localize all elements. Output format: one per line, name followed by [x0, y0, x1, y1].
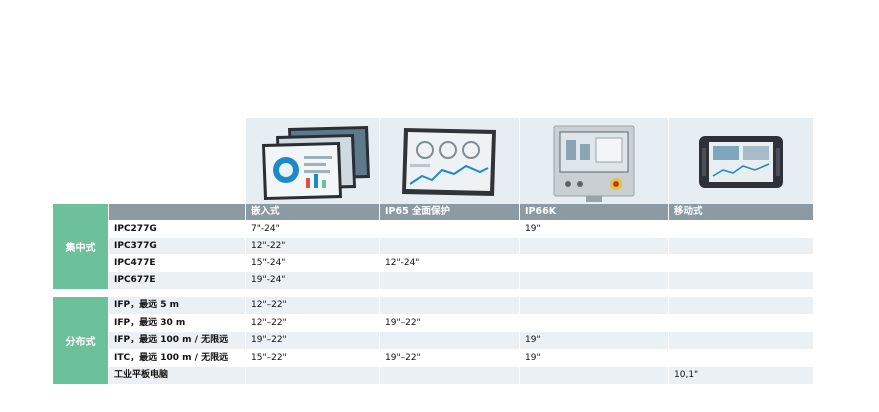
table-cell: 12"-22": [246, 238, 379, 254]
table-cell: [669, 272, 813, 289]
table-cell: [669, 350, 813, 366]
table-cell: 19": [520, 350, 668, 366]
table-cell: 19"–22": [246, 332, 379, 349]
table-cell: 10,1": [669, 367, 813, 384]
table-cell: 12"–22": [246, 315, 379, 331]
table-cell: [380, 238, 519, 254]
group-label-centralized: 集中式: [53, 204, 108, 289]
table-cell: 15"-24": [246, 255, 379, 271]
header-mobile: 移动式: [669, 204, 813, 220]
header-ip65: IP65 全面保护: [380, 204, 519, 220]
table-cell: [380, 367, 519, 384]
table-row-label: IPC277G: [109, 221, 245, 237]
image-ip66k-panel: [520, 118, 668, 204]
table-cell: [380, 272, 519, 289]
header-ip66k: IP66K: [520, 204, 668, 220]
header-blank: [109, 204, 245, 220]
table-cell: 7"-24": [246, 221, 379, 237]
image-embedded-panels: [246, 118, 379, 204]
table-cell: 19"–22": [380, 315, 519, 331]
table-row-label: ITC，最远 100 m / 无限远: [109, 350, 245, 366]
table-cell: 12"–22": [246, 297, 379, 314]
table-row-label: IFP，最远 30 m: [109, 315, 245, 331]
table-cell: [380, 332, 519, 349]
image-ip65-panel: [380, 118, 519, 204]
table-row-label: IPC477E: [109, 255, 245, 271]
image-mobile-tablet: [669, 118, 813, 204]
table-row-label: 工业平板电脑: [109, 367, 245, 384]
table-cell: [669, 315, 813, 331]
table-cell: [520, 255, 668, 271]
table-row-label: IFP，最远 5 m: [109, 297, 245, 314]
table-cell: [520, 297, 668, 314]
table-cell: 19": [520, 332, 668, 349]
group-label-distributed: 分布式: [53, 297, 108, 384]
table-cell: 12"-24": [380, 255, 519, 271]
table-cell: 19": [520, 221, 668, 237]
table-cell: [669, 238, 813, 254]
table-cell: [520, 272, 668, 289]
table-cell: 19"-24": [246, 272, 379, 289]
table-cell: [669, 221, 813, 237]
table-cell: 19"–22": [380, 350, 519, 366]
table-cell: [246, 367, 379, 384]
table-cell: [520, 315, 668, 331]
table-cell: [669, 255, 813, 271]
table-cell: 15"–22": [246, 350, 379, 366]
table-row-label: IPC677E: [109, 272, 245, 289]
table-cell: [669, 297, 813, 314]
table-cell: [669, 332, 813, 349]
header-embedded: 嵌入式: [246, 204, 379, 220]
table-row-label: IPC377G: [109, 238, 245, 254]
table-cell: [380, 297, 519, 314]
table-cell: [520, 238, 668, 254]
table-cell: [380, 221, 519, 237]
table-cell: [520, 367, 668, 384]
table-row-label: IFP，最远 100 m / 无限远: [109, 332, 245, 349]
